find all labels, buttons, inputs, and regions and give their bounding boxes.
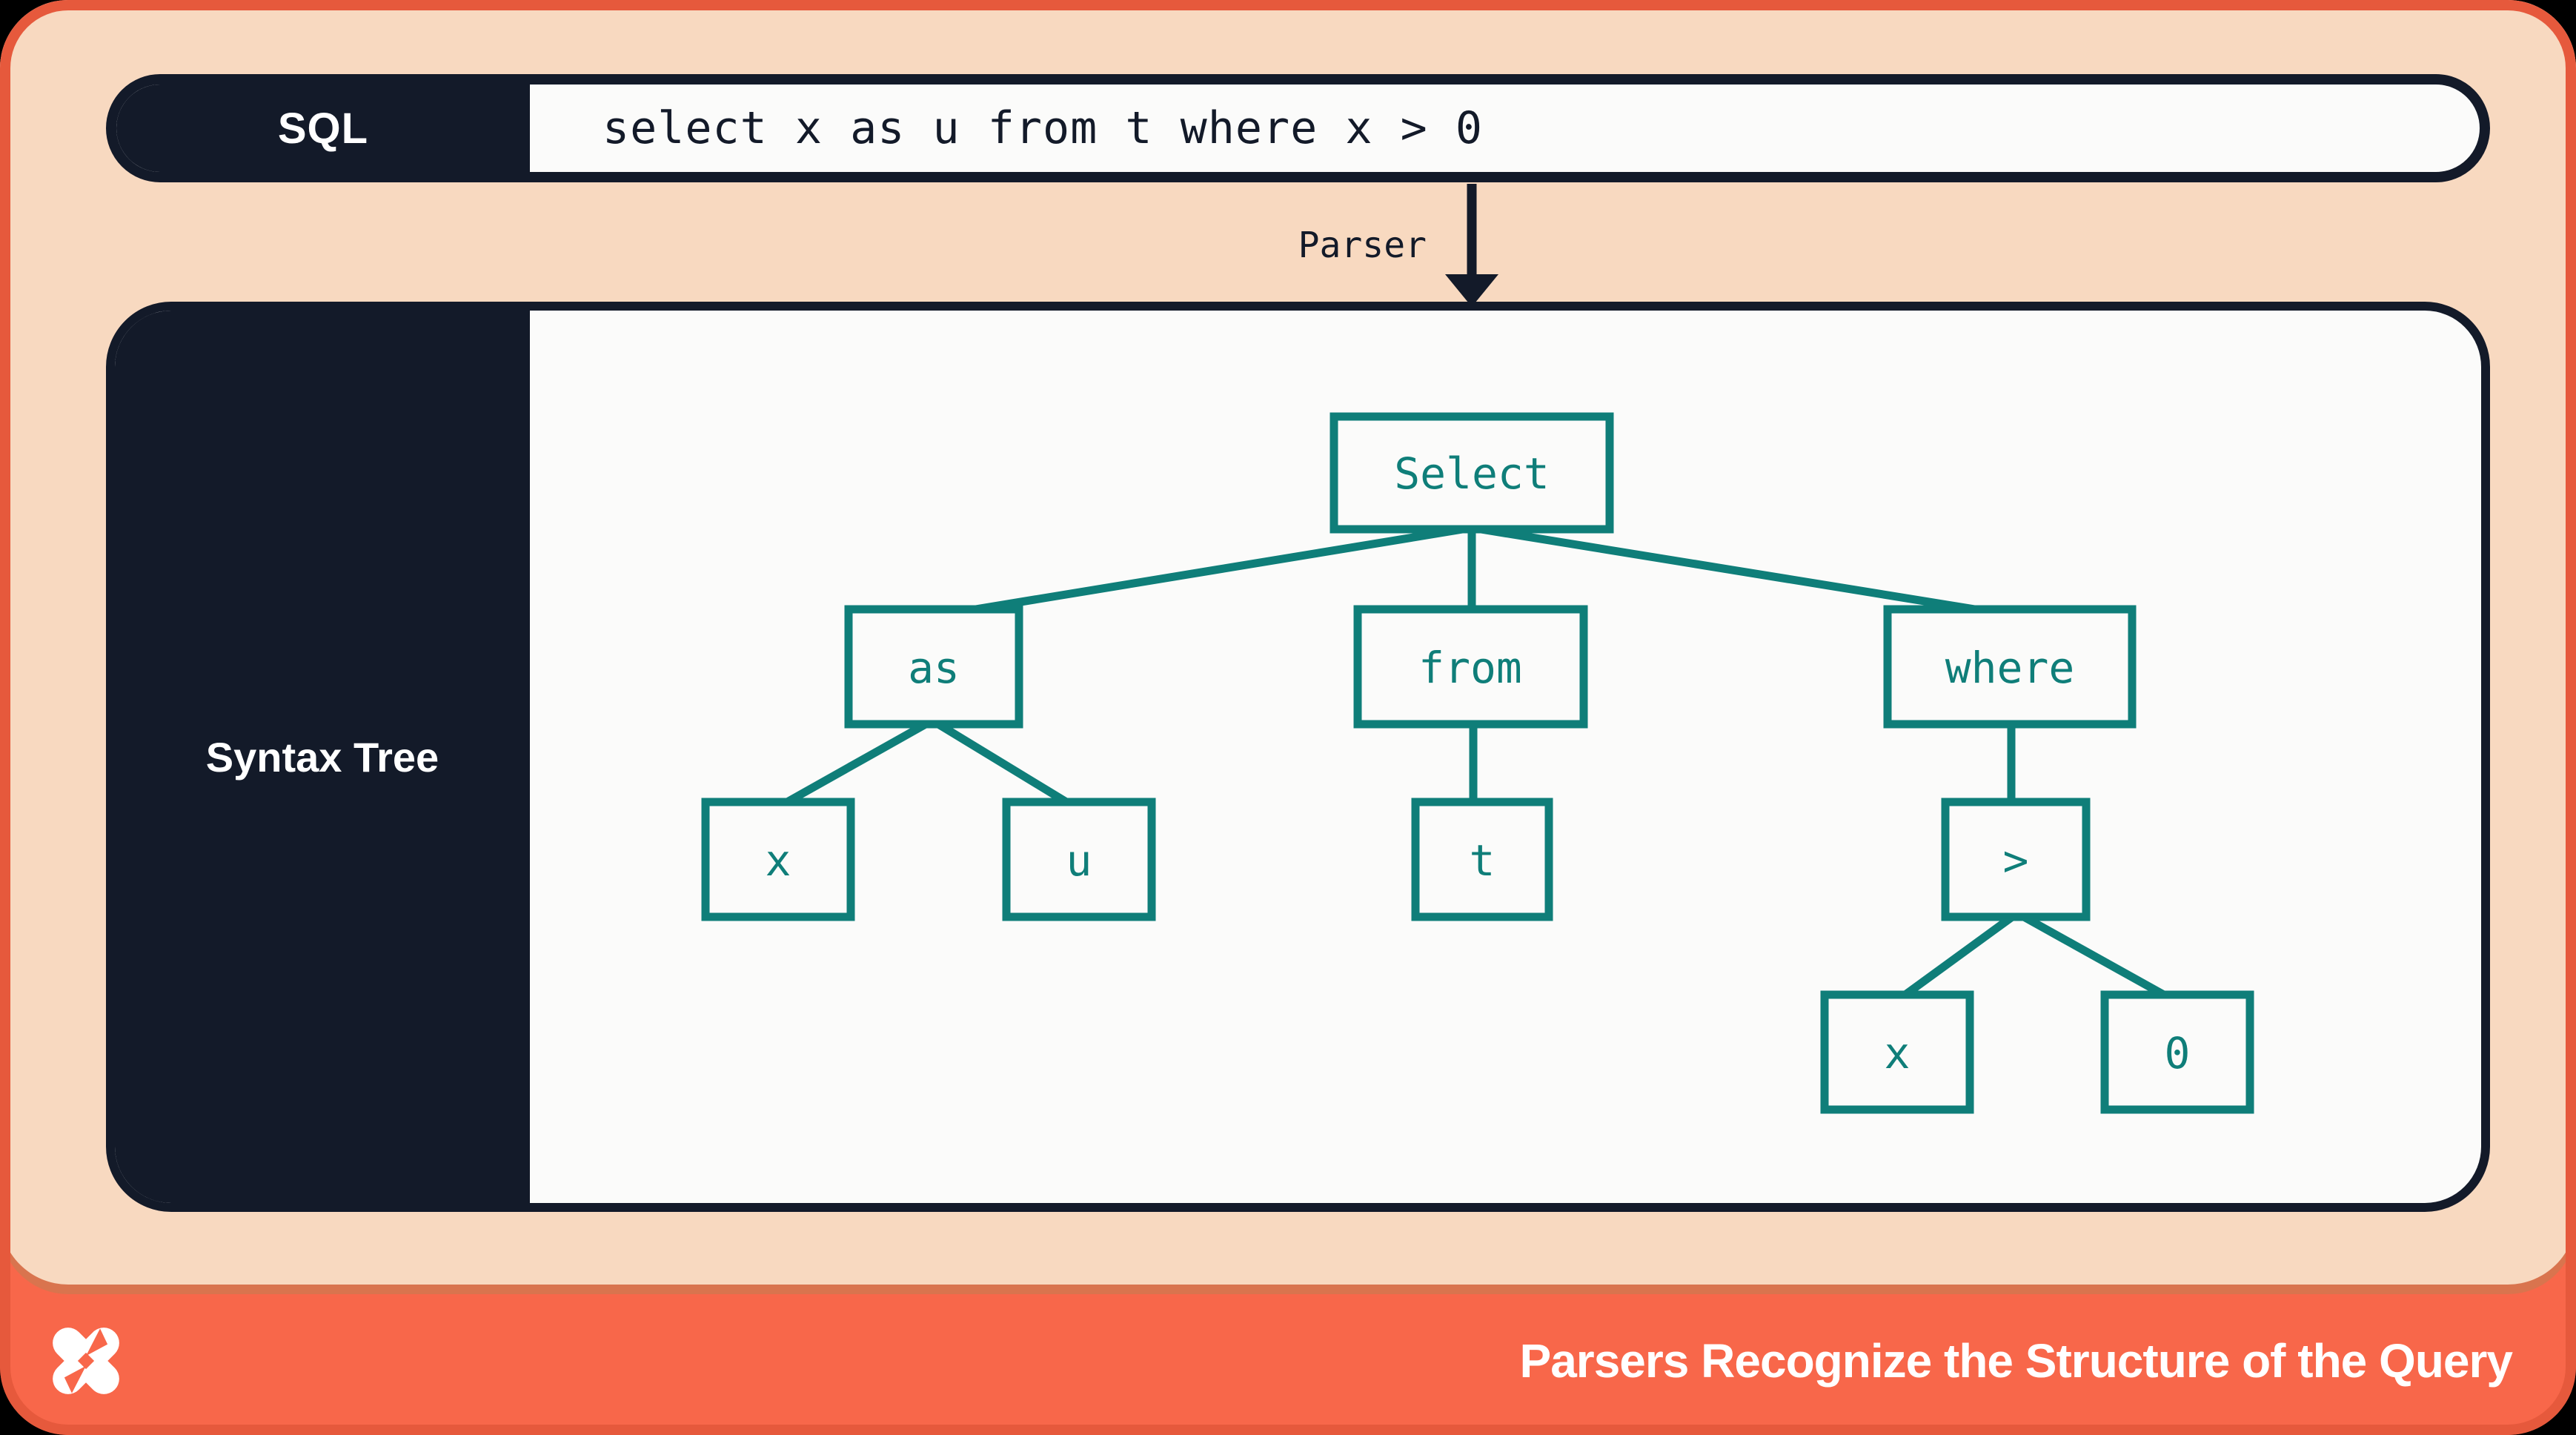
syntax-tree-card: Syntax Tree — [106, 302, 2490, 1212]
sql-bar-label: SQL — [277, 104, 369, 153]
syntax-tree-sidebar: Syntax Tree — [115, 311, 530, 1203]
footer-bar: Parsers Recognize the Structure of the Q… — [0, 1293, 2576, 1435]
sql-bar-body: select x as u from t where x > 0 — [530, 84, 2480, 172]
syntax-tree-label: Syntax Tree — [205, 733, 439, 781]
dolt-logo-icon — [53, 1327, 119, 1394]
sql-bar-cap: SQL — [116, 84, 530, 172]
sql-query-text: select x as u from t where x > 0 — [602, 102, 1483, 154]
sql-bar: SQL select x as u from t where x > 0 — [106, 74, 2490, 182]
footer-title: Parsers Recognize the Structure of the Q… — [1519, 1333, 2513, 1388]
